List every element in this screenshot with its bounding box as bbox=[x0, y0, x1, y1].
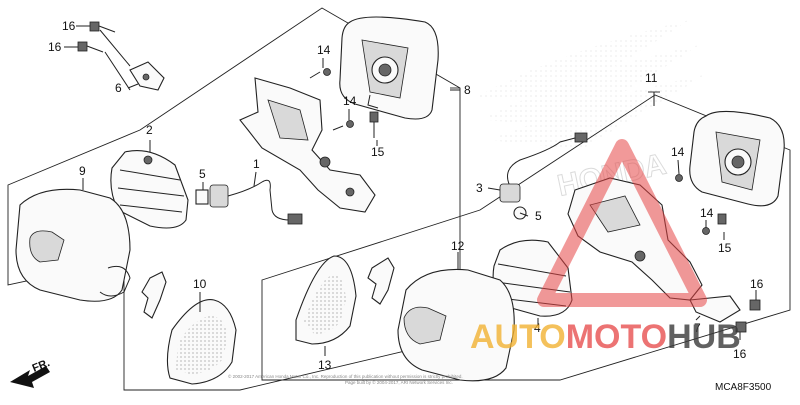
mirror-bracket-left bbox=[239, 77, 376, 213]
copyright-text: © 2002-2017 American Honda Motor Co., In… bbox=[228, 373, 463, 379]
callout-8: 8 bbox=[464, 83, 471, 97]
screws-left bbox=[77, 21, 165, 91]
callout-14: 14 bbox=[317, 43, 331, 57]
garnish-right bbox=[295, 255, 395, 345]
callout-14: 14 bbox=[343, 94, 357, 108]
clip-bracket-left bbox=[141, 271, 167, 319]
bolts-left bbox=[309, 68, 379, 138]
watermark-text: AUTOMOTOHUB bbox=[470, 318, 741, 356]
leader-lines bbox=[64, 25, 757, 356]
mirror-housing-left bbox=[15, 188, 131, 302]
callout-15: 15 bbox=[718, 241, 732, 255]
mirror-assembly-right bbox=[689, 110, 785, 207]
turn-signal-lens-left bbox=[110, 150, 189, 229]
callout-4: 4 bbox=[534, 321, 541, 335]
callout-1: 1 bbox=[253, 157, 260, 171]
callout-14: 14 bbox=[700, 206, 714, 220]
automotohub-watermark: AUTOMOTOHUB bbox=[470, 139, 741, 356]
mirror-bracket-right bbox=[567, 177, 703, 301]
page-note-text: Page built by © 2004-2017, ARI Network S… bbox=[345, 379, 453, 385]
watermark-text-auto: AUTO bbox=[470, 318, 566, 356]
watermark-text-moto: MOTO bbox=[566, 318, 667, 356]
socket-and-harness-right bbox=[499, 132, 588, 220]
clip-bracket-right bbox=[367, 257, 395, 305]
mirror-assembly-left bbox=[339, 16, 439, 120]
front-direction-marker: FR. bbox=[10, 357, 52, 388]
callout-10: 10 bbox=[193, 277, 207, 291]
callout-7: 7 bbox=[694, 321, 701, 335]
callout-14: 14 bbox=[671, 145, 685, 159]
garnish-left bbox=[166, 299, 237, 385]
callout-16: 16 bbox=[750, 277, 764, 291]
mirror-housing-right bbox=[397, 268, 515, 382]
callout-3: 3 bbox=[476, 181, 483, 195]
callout-16: 16 bbox=[733, 347, 747, 361]
socket-and-harness-left bbox=[195, 179, 303, 225]
callout-11: 11 bbox=[645, 71, 658, 85]
callout-2: 2 bbox=[146, 123, 153, 137]
callout-5: 5 bbox=[199, 167, 206, 181]
callout-5: 5 bbox=[535, 209, 542, 223]
honda-wing-background: HONDA bbox=[470, 20, 705, 203]
watermark-text-hub: HUB bbox=[667, 318, 741, 356]
callout-16: 16 bbox=[48, 40, 62, 54]
diagram-code: MCA8F3500 bbox=[715, 382, 772, 393]
callout-16: 16 bbox=[62, 19, 76, 33]
callout-labels: 16 16 6 2 5 1 9 10 14 14 15 8 11 3 5 4 1… bbox=[48, 19, 764, 372]
callout-9: 9 bbox=[79, 164, 86, 178]
callout-13: 13 bbox=[318, 358, 332, 372]
callout-12: 12 bbox=[451, 239, 465, 253]
callout-15: 15 bbox=[371, 145, 385, 159]
callout-6: 6 bbox=[115, 81, 122, 95]
